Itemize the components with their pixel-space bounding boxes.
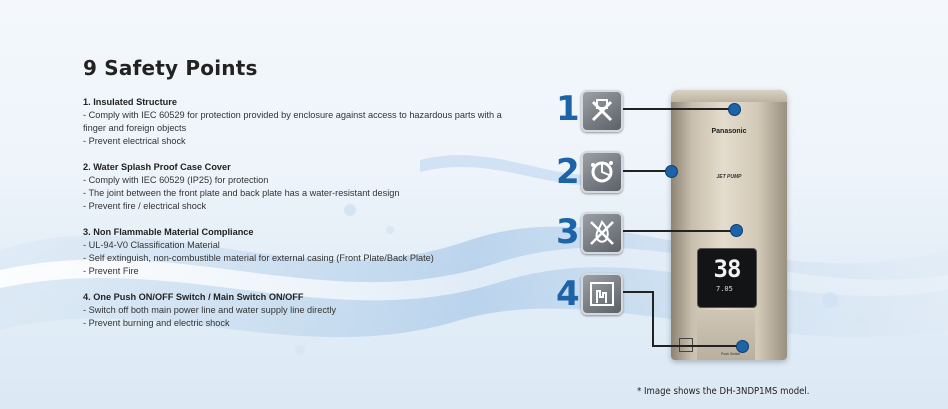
safety-point-4: 4. One Push ON/OFF Switch / Main Switch … [83, 291, 543, 330]
callout-number-4: 4 [556, 274, 580, 314]
safety-point-3: 3. Non Flammable Material Compliance - U… [83, 226, 543, 278]
push-switch-icon [581, 273, 623, 315]
point-line: finger and foreign objects [83, 123, 187, 133]
water-heater-image: Panasonic JET PUMP 38 7.05 Push Switch [671, 90, 787, 360]
point-heading: 1. Insulated Structure [83, 97, 177, 107]
safety-point-2: 2. Water Splash Proof Case Cover - Compl… [83, 161, 543, 213]
page-title: 9 Safety Points [83, 56, 258, 80]
no-fire-icon [581, 212, 623, 254]
callout-dot-1 [728, 103, 741, 116]
point-line: - The joint between the front plate and … [83, 188, 400, 198]
callout-dot-4 [736, 340, 749, 353]
callout-line-4c [652, 345, 738, 347]
callout-dot-2 [665, 165, 678, 178]
point-heading: 4. One Push ON/OFF Switch / Main Switch … [83, 292, 304, 302]
point-line: - Prevent electrical shock [83, 136, 186, 146]
flow-readout: 7.05 [716, 285, 733, 293]
water-splash-icon [581, 151, 623, 193]
point-line: - Prevent burning and electric shock [83, 318, 230, 328]
point-line: - Prevent fire / electrical shock [83, 201, 207, 211]
callout-number-2: 2 [556, 152, 580, 192]
point-heading: 2. Water Splash Proof Case Cover [83, 162, 231, 172]
heater-label: JET PUMP [716, 174, 742, 180]
finger-guard-icon [581, 90, 623, 132]
point-heading: 3. Non Flammable Material Compliance [83, 227, 254, 237]
safety-points-list: 1. Insulated Structure - Comply with IEC… [83, 96, 543, 343]
callout-line-2 [623, 170, 667, 172]
heater-display: 38 7.05 [697, 248, 757, 308]
callout-line-3 [623, 230, 731, 232]
heater-top-cap [671, 90, 787, 102]
point-line: - UL-94-V0 Classification Material [83, 240, 220, 250]
temperature-readout: 38 [713, 255, 742, 283]
image-footnote: * Image shows the DH-3NDP1MS model. [637, 386, 810, 397]
callout-number-3: 3 [556, 212, 580, 252]
point-line: - Comply with IEC 60529 for protection p… [83, 110, 502, 120]
point-line: - Switch off both main power line and wa… [83, 305, 337, 315]
point-line: - Self extinguish, non-combustible mater… [83, 253, 434, 263]
callout-dot-3 [730, 224, 743, 237]
point-line: - Prevent Fire [83, 266, 139, 276]
callout-line-4a [623, 291, 653, 293]
push-switch-label: Push Switch [721, 352, 741, 356]
callout-line-4b [652, 291, 654, 346]
heater-control-panel: Push Switch [697, 310, 755, 360]
safety-point-1: 1. Insulated Structure - Comply with IEC… [83, 96, 543, 148]
callout-line-1 [623, 108, 731, 110]
heater-brand: Panasonic [711, 128, 747, 135]
point-line: - Comply with IEC 60529 (IP25) for prote… [83, 175, 269, 185]
callout-number-1: 1 [556, 89, 580, 129]
